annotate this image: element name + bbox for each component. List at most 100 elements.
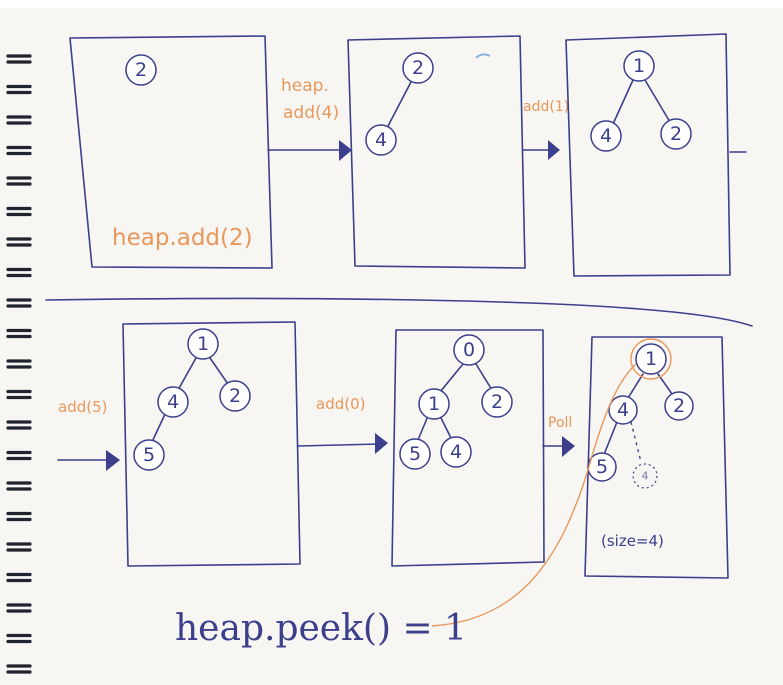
panel-1-node-root: 2 xyxy=(125,54,157,86)
panel-5-frame xyxy=(391,329,545,567)
spiral-ring xyxy=(6,328,32,339)
peek-pointer-curve xyxy=(431,363,637,627)
svg-text:1: 1 xyxy=(633,55,645,77)
svg-text:4: 4 xyxy=(600,125,612,147)
panel-2-node-left: 4 xyxy=(365,124,397,156)
svg-text:4: 4 xyxy=(617,399,629,421)
svg-text:2: 2 xyxy=(673,395,685,417)
panel-4-node-right: 2 xyxy=(219,380,251,412)
panel-2-node-root: 2 xyxy=(402,52,434,84)
panel-6-node-left-left: 5 xyxy=(587,452,617,482)
panel-3-frame xyxy=(565,33,731,277)
panel-4-node-left-left: 5 xyxy=(133,439,165,471)
spiral-ring xyxy=(6,450,32,461)
panel-4-node-left: 4 xyxy=(157,386,189,418)
arrow-1-label-line2: add(4) xyxy=(283,103,339,123)
svg-text:5: 5 xyxy=(409,443,421,465)
spiral-ring xyxy=(6,298,32,308)
spiral-ring xyxy=(6,420,32,430)
panel-5-node-left: 1 xyxy=(418,388,450,420)
svg-text:4: 4 xyxy=(642,470,649,483)
svg-text:0: 0 xyxy=(463,339,475,361)
arrow-1-head xyxy=(339,140,352,161)
svg-text:2: 2 xyxy=(491,391,503,413)
panel-5-node-root: 0 xyxy=(453,334,485,366)
panel-5-edge-left-left xyxy=(417,415,429,441)
spiral-ring xyxy=(6,145,32,156)
panel-3-edge-right xyxy=(644,79,671,123)
panel-6-node-left: 4 xyxy=(608,395,638,425)
svg-text:2: 2 xyxy=(229,385,241,407)
panel-6-edge-left-left xyxy=(604,421,618,453)
spiral-ring xyxy=(6,206,32,217)
svg-text:1: 1 xyxy=(428,393,440,415)
spiral-ring xyxy=(6,633,32,644)
svg-text:4: 4 xyxy=(167,391,179,413)
spiral-ring xyxy=(6,115,32,125)
svg-text:5: 5 xyxy=(143,444,155,466)
row-separator xyxy=(45,297,753,327)
arrow-2-label: add(1) xyxy=(523,99,569,115)
panel-4-edge-root-left xyxy=(177,357,197,391)
panel-5-node-left-left: 5 xyxy=(399,438,431,470)
panel-6-size-note: (size=4) xyxy=(601,532,664,550)
panel-4-edge-root-right xyxy=(209,357,229,385)
peek-note: heap.peek() = 1 xyxy=(175,608,467,649)
panel-6-frame xyxy=(584,336,729,579)
spiral-ring xyxy=(6,54,32,64)
panel-2-frame xyxy=(347,35,526,269)
spiral-ring xyxy=(6,267,32,278)
spiral-ring xyxy=(6,511,32,522)
arrow-2-head xyxy=(548,140,560,160)
panel-2-edge xyxy=(386,81,412,129)
arrow-4-line xyxy=(297,443,381,447)
arrow-4-label: add(0) xyxy=(316,395,365,413)
panel-6-node-root: 1 xyxy=(630,338,672,380)
panel-6-node-removed: 4 xyxy=(632,463,658,489)
panel-6-node-right: 2 xyxy=(664,391,694,421)
arrow-0-head xyxy=(106,450,120,471)
panel-4-frame xyxy=(122,321,301,567)
spiral-ring xyxy=(6,481,32,491)
spiral-ring xyxy=(6,359,32,369)
panel-3-node-right: 2 xyxy=(660,118,692,150)
arrow-0-label: add(5) xyxy=(58,398,107,416)
svg-text:4: 4 xyxy=(375,129,387,151)
spiral-ring xyxy=(6,389,32,400)
spiral-ring xyxy=(6,542,32,552)
arrow-5-head xyxy=(562,436,575,457)
panel-6-root-highlight xyxy=(630,338,672,380)
panel-5-node-right: 2 xyxy=(481,386,513,418)
panel-5-node-left-right: 4 xyxy=(440,436,472,468)
spiral-ring xyxy=(6,176,32,186)
paper-top-edge xyxy=(0,0,783,8)
ink-smudge xyxy=(475,53,491,59)
panel-4-node-root: 1 xyxy=(187,328,219,360)
panel-1-frame xyxy=(69,35,273,269)
svg-text:5: 5 xyxy=(596,456,608,478)
arrow-4-head xyxy=(375,433,388,454)
svg-text:1: 1 xyxy=(645,348,657,370)
panel-3-edge-left xyxy=(612,79,634,125)
svg-text:2: 2 xyxy=(135,59,147,81)
spiral-ring xyxy=(6,84,32,95)
panel-5-edge-left-right xyxy=(439,415,453,441)
panel-1-caption: heap.add(2) xyxy=(112,225,253,251)
spiral-ring xyxy=(6,603,32,613)
svg-text:4: 4 xyxy=(450,441,462,463)
panel-3-node-root: 1 xyxy=(623,50,655,82)
svg-text:1: 1 xyxy=(197,333,209,355)
panel-6-edge-root-left xyxy=(627,373,644,399)
panel-4-edge-left-child xyxy=(151,411,167,443)
panel-5-edge-root-right xyxy=(475,363,493,391)
spiral-binding xyxy=(6,54,32,674)
spiral-ring xyxy=(6,572,32,583)
svg-text:2: 2 xyxy=(412,57,424,79)
svg-text:2: 2 xyxy=(670,123,682,145)
spiral-ring xyxy=(6,237,32,247)
arrow-5-label: Poll xyxy=(548,415,572,431)
panel-5-edge-root-left xyxy=(439,363,464,393)
spiral-ring xyxy=(6,664,32,674)
